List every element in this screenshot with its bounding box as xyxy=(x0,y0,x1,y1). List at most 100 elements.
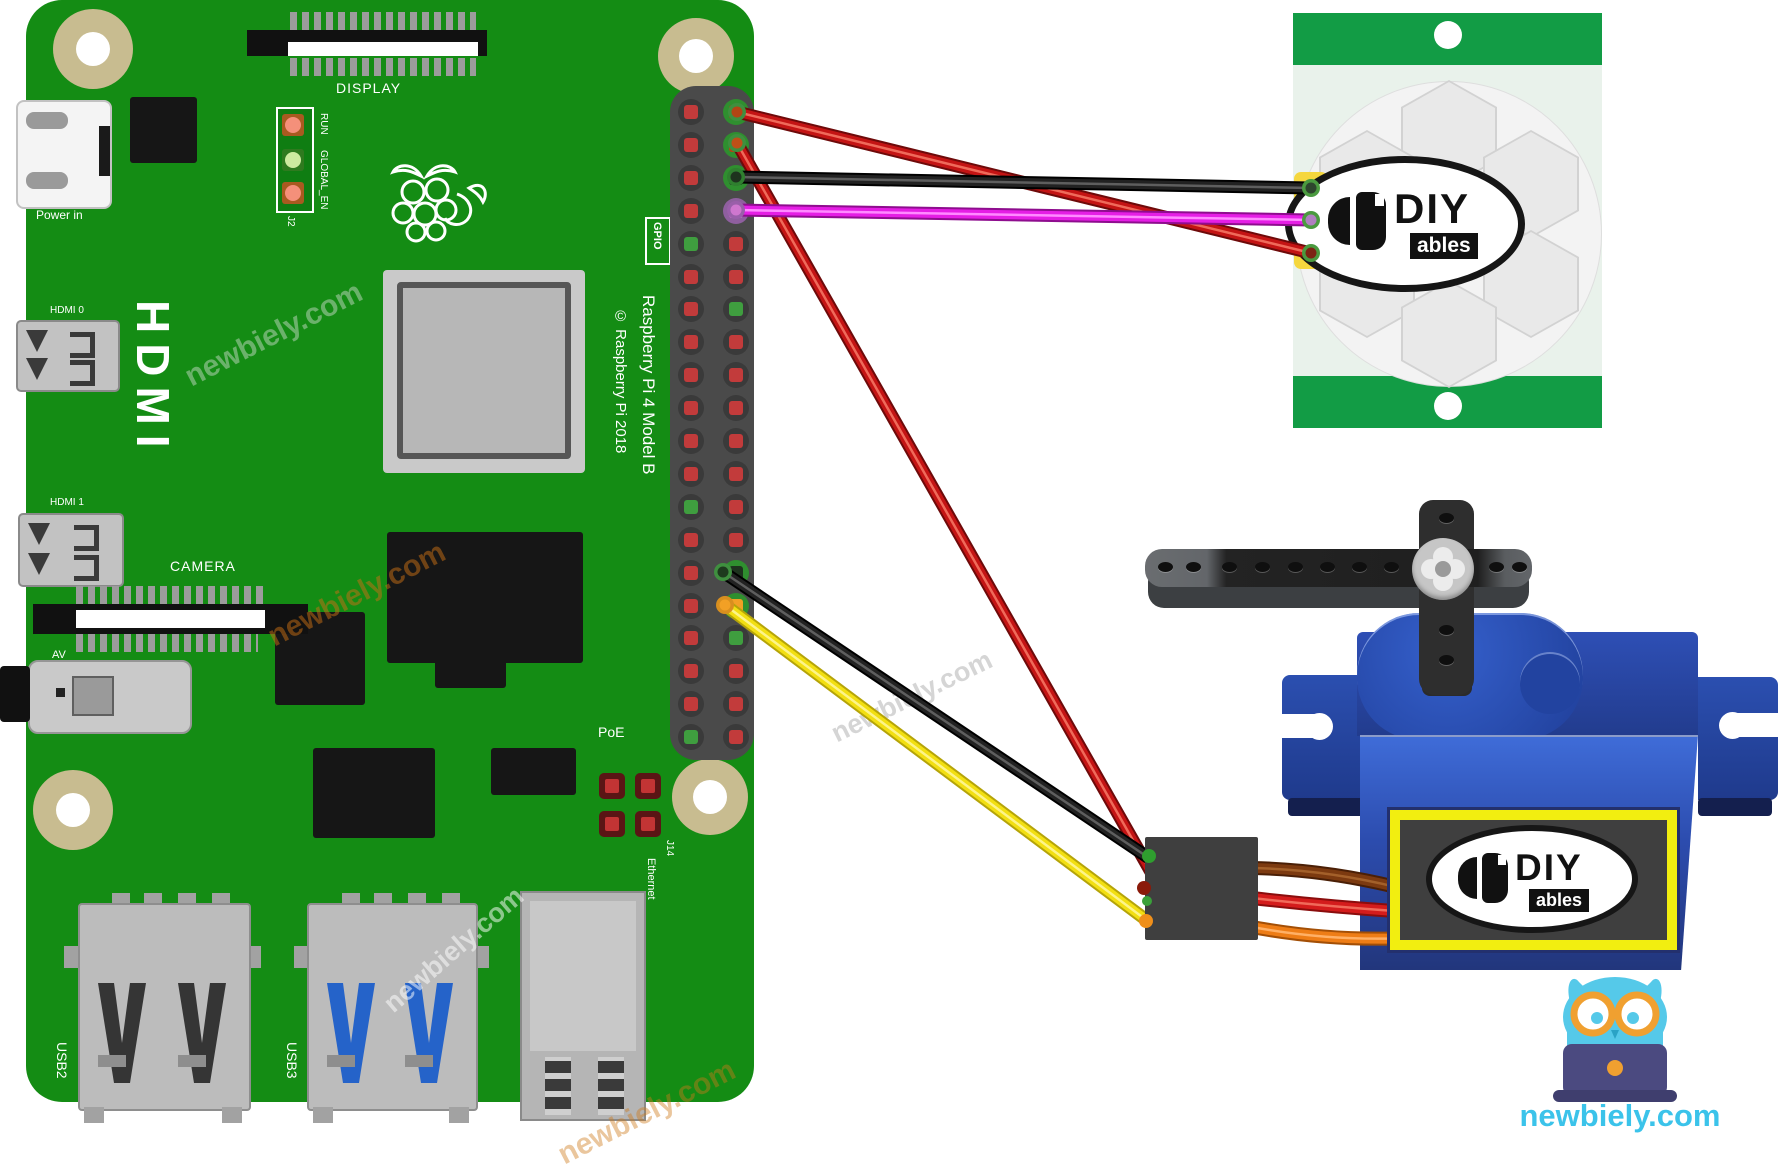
ethernet-port xyxy=(520,891,646,1121)
ethernet-face xyxy=(530,901,636,1051)
usb-tab xyxy=(374,893,392,903)
servo-right-flange xyxy=(1698,677,1778,800)
camera-connector-slot xyxy=(76,610,265,628)
gpio-pin xyxy=(723,395,749,422)
pir-signal-wire xyxy=(734,208,1313,222)
gpio-pin xyxy=(678,428,704,454)
servo-left-flange-edge xyxy=(1288,798,1365,816)
gpio-pin xyxy=(723,362,749,389)
wire-contact-tip xyxy=(1305,214,1317,226)
usb-slot-detail xyxy=(327,1055,355,1067)
display-label: DISPLAY xyxy=(336,80,402,96)
gpio-header xyxy=(670,86,754,760)
mounting-hole xyxy=(658,18,734,94)
gpio-pin xyxy=(723,329,749,356)
camera-connector-pins xyxy=(76,586,265,604)
gpio-pin xyxy=(723,263,749,290)
gpio-pin xyxy=(723,493,749,520)
hdmi-pin-icon xyxy=(26,330,48,352)
j2-label: J2 xyxy=(285,216,296,227)
usb-foot xyxy=(84,1107,104,1123)
hdmi0-label: HDMI 0 xyxy=(50,305,84,316)
chip xyxy=(491,748,576,795)
hdmi-label-big: HDMI xyxy=(127,300,179,458)
power-usb-contacts xyxy=(99,126,110,176)
hub-lobe xyxy=(1445,559,1465,579)
gpio-pin xyxy=(723,460,749,487)
diyables-ables-text: ables xyxy=(1410,233,1478,259)
camera-label: CAMERA xyxy=(170,558,236,574)
display-connector-pins xyxy=(290,12,476,30)
horn-hole xyxy=(1384,562,1399,572)
horn-hole xyxy=(1439,655,1454,665)
raspberry-pi-logo xyxy=(390,164,487,243)
global-en-led xyxy=(282,149,304,171)
gpio-pin xyxy=(678,460,704,487)
power-in-label: Power in xyxy=(36,208,83,222)
gpio-pin xyxy=(678,559,704,586)
diyables-mark-icon xyxy=(1356,192,1386,250)
newbiely-owl-logo xyxy=(1553,977,1677,1102)
usb-tab xyxy=(408,893,426,903)
servo-ground-wire xyxy=(721,570,1151,860)
wire-contact-tip xyxy=(730,171,742,183)
hdmi-pin-icon xyxy=(28,553,50,575)
ethernet-contact xyxy=(598,1057,624,1115)
pir-mounting-hole xyxy=(1434,21,1462,49)
gpio-pin xyxy=(723,724,749,751)
horn-hole xyxy=(1512,562,1527,572)
gpio-pin xyxy=(678,164,704,191)
gpio-pin xyxy=(723,658,749,685)
gpio-pin xyxy=(678,362,704,389)
usb-tab xyxy=(144,893,162,903)
wire-contact-tip xyxy=(1137,881,1151,895)
diyables-mark-icon xyxy=(1482,853,1508,903)
usb3-label: USB3 xyxy=(284,1042,300,1079)
gpio-pin xyxy=(723,428,749,454)
gpio-pin xyxy=(723,230,749,257)
gpio-pin xyxy=(678,625,704,652)
newbiely-site-text: newbiely.com xyxy=(1519,1098,1721,1133)
poe-label: PoE xyxy=(598,724,625,740)
usb-tab xyxy=(212,893,230,903)
hdmi-pin-icon xyxy=(74,525,99,551)
av-jack-detail xyxy=(72,676,114,716)
gpio-pin xyxy=(678,493,704,520)
wire-contact-tip xyxy=(1139,914,1153,928)
usb-tab xyxy=(475,946,489,968)
gpio-label: GPIO xyxy=(651,222,663,250)
av-jack-barrel xyxy=(0,666,30,722)
raspberry-pi-board: DISPLAY Power in RUN GLOBAL_EN J2 xyxy=(0,0,754,1123)
wire-contact-tip xyxy=(1142,849,1156,863)
usb2-label: USB2 xyxy=(54,1042,70,1079)
usb-slot-detail xyxy=(98,1055,126,1067)
ethernet-contact xyxy=(545,1057,571,1115)
pir-ground-wire xyxy=(734,175,1313,190)
av-label: AV xyxy=(52,649,66,661)
poe-pin xyxy=(599,811,625,837)
gpio-pin xyxy=(678,296,704,323)
display-connector-slot xyxy=(288,42,478,56)
chip xyxy=(435,617,506,688)
gpio-pin xyxy=(678,592,704,619)
fresnel-hex xyxy=(1483,130,1579,238)
servo-left-notch-hole xyxy=(1306,713,1333,740)
wire-contact-tip xyxy=(719,599,731,611)
diyables-diy-text: DIY xyxy=(1394,185,1471,232)
diyables-mark-icon xyxy=(1458,857,1477,899)
display-connector-pins xyxy=(290,58,476,76)
hdmi-pin-icon xyxy=(28,523,50,545)
usb-tab xyxy=(112,893,130,903)
power-usb-pin xyxy=(26,172,68,189)
wire-contact-tip xyxy=(717,566,729,578)
servo-right-flange-edge xyxy=(1698,798,1772,816)
chip xyxy=(313,748,435,838)
run-led xyxy=(282,114,304,136)
wire-contact-tip xyxy=(730,204,742,216)
poe-pin xyxy=(635,773,661,799)
hdmi1-label: HDMI 1 xyxy=(50,497,84,508)
horn-hole xyxy=(1186,562,1201,572)
wire-contact-tip xyxy=(1305,247,1317,259)
